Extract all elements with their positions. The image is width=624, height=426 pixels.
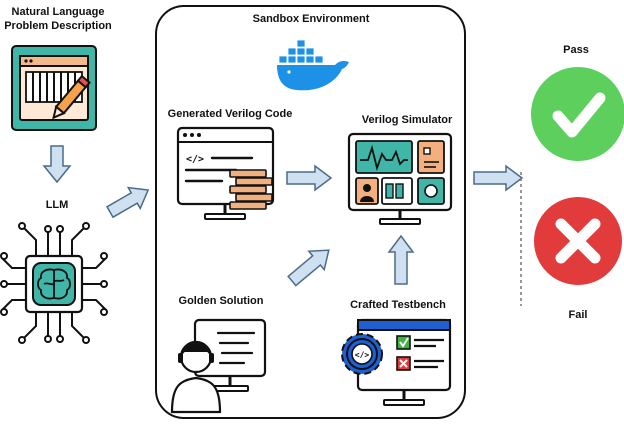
cross-circle-icon	[534, 197, 622, 285]
document-pencil-icon	[11, 45, 97, 131]
llm-title: LLM	[46, 199, 69, 211]
arrow-simulator-to-result	[473, 164, 524, 192]
svg-text:</>: </>	[355, 351, 370, 360]
check-circle-icon	[531, 67, 624, 161]
pass-label: Pass	[563, 44, 589, 56]
docker-whale-icon	[277, 39, 349, 91]
developer-monitor-icon	[170, 318, 267, 414]
arrow-testbench-to-simulator	[387, 234, 415, 285]
problem-title-line1: Natural Language	[12, 6, 105, 18]
golden-title: Golden Solution	[179, 295, 264, 307]
dashboard-monitor-icon	[347, 132, 453, 225]
arrow-code-to-simulator	[286, 164, 333, 192]
checklist-gear-monitor-icon: </>	[341, 318, 452, 406]
svg-text:</>: </>	[186, 154, 204, 165]
arrow-llm-to-code	[105, 186, 150, 219]
fail-label: Fail	[569, 309, 588, 321]
generated-code-title: Generated Verilog Code	[168, 108, 293, 120]
arrow-golden-to-simulator	[287, 249, 330, 287]
brain-chip-icon	[0, 222, 108, 344]
testbench-title: Crafted Testbench	[350, 299, 446, 311]
problem-title-line2: Problem Description	[4, 20, 112, 32]
code-monitor-icon: </>	[176, 126, 275, 220]
simulator-title: Verilog Simulator	[362, 114, 453, 126]
sandbox-title: Sandbox Environment	[253, 13, 370, 25]
arrow-problem-to-llm	[42, 145, 72, 184]
sandbox-boundary	[155, 5, 466, 419]
